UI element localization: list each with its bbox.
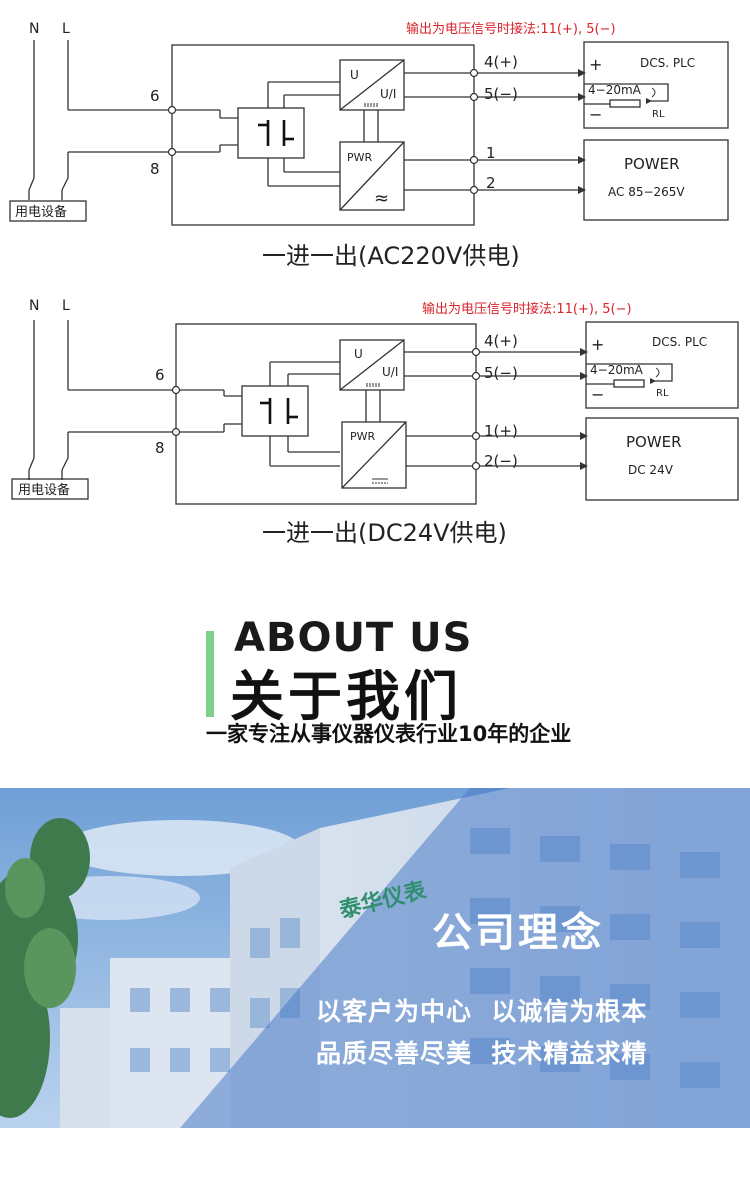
diagram-caption: 一进一出(DC24V供电) — [262, 519, 507, 547]
about-title-en: ABOUT US — [234, 615, 473, 661]
power-label: POWER — [624, 155, 680, 173]
terminal-6: 6 — [155, 366, 165, 384]
output-4-label: 4(+) — [484, 53, 518, 71]
note-label: 输出为电压信号时接法:11(+), 5(−) — [422, 301, 632, 317]
power-2-label: 2 — [486, 174, 496, 192]
note-label: 输出为电压信号时接法:11(+), 5(−) — [406, 21, 616, 37]
pwr-label: PWR — [347, 151, 373, 164]
power-1-label: 1(+) — [484, 422, 518, 440]
rl-label: RL — [652, 109, 665, 120]
l-label: L — [62, 21, 70, 37]
wiring-diagram-ac: 输出为电压信号时接法:11(+), 5(−) N L 6 8 用电设备 U U/… — [9, 21, 729, 270]
about-title-cn: 关于我们 — [230, 665, 462, 728]
about-accent-bar — [206, 631, 214, 717]
pwr-label: PWR — [350, 430, 376, 443]
device-label: 用电设备 — [15, 204, 67, 220]
diagram-caption: 一进一出(AC220V供电) — [262, 242, 520, 270]
rl-label: RL — [656, 388, 669, 399]
ui-label: U/I — [382, 365, 398, 379]
power-1-label: 1 — [486, 144, 496, 162]
plus-label: + — [591, 335, 604, 354]
terminal-8: 8 — [155, 439, 165, 457]
power-spec-label: DC 24V — [628, 463, 674, 477]
plus-label: + — [589, 55, 602, 74]
n-label: N — [29, 298, 39, 314]
concept-line-2: 品质尽善尽美 技术精益求精 — [316, 1039, 648, 1068]
concept-title: 公司理念 — [432, 910, 604, 956]
l-label: L — [62, 298, 70, 314]
output-5-label: 5(−) — [484, 85, 518, 103]
wiring-diagram-dc: 输出为电压信号时接法:11(+), 5(−) N L 6 8 用电设备 U U/… — [11, 298, 739, 547]
device-label: 用电设备 — [18, 482, 70, 498]
terminal-8: 8 — [150, 160, 160, 178]
dcs-label: DCS. PLC — [652, 335, 707, 349]
minus-label: − — [591, 385, 604, 404]
u-label: U — [354, 347, 363, 361]
ma-label: 4−20mA — [590, 363, 644, 377]
ui-label: U/I — [380, 87, 396, 101]
ma-label: 4−20mA — [588, 83, 642, 97]
u-label: U — [350, 68, 359, 82]
concept-line-1: 以客户为中心 以诚信为根本 — [316, 997, 648, 1026]
minus-label: − — [589, 105, 602, 124]
ac-symbol: ≈ — [374, 188, 389, 209]
power-label: POWER — [626, 433, 682, 451]
about-subtitle: 一家专注从事仪器仪表行业10年的企业 — [206, 722, 572, 746]
output-5-label: 5(−) — [484, 364, 518, 382]
power-2-label: 2(−) — [484, 452, 518, 470]
output-4-label: 4(+) — [484, 332, 518, 350]
power-spec-label: AC 85−265V — [608, 185, 685, 199]
terminal-6: 6 — [150, 87, 160, 105]
n-label: N — [29, 21, 39, 37]
company-building-photo: 泰华仪表 — [0, 788, 750, 1128]
dcs-label: DCS. PLC — [640, 56, 695, 70]
